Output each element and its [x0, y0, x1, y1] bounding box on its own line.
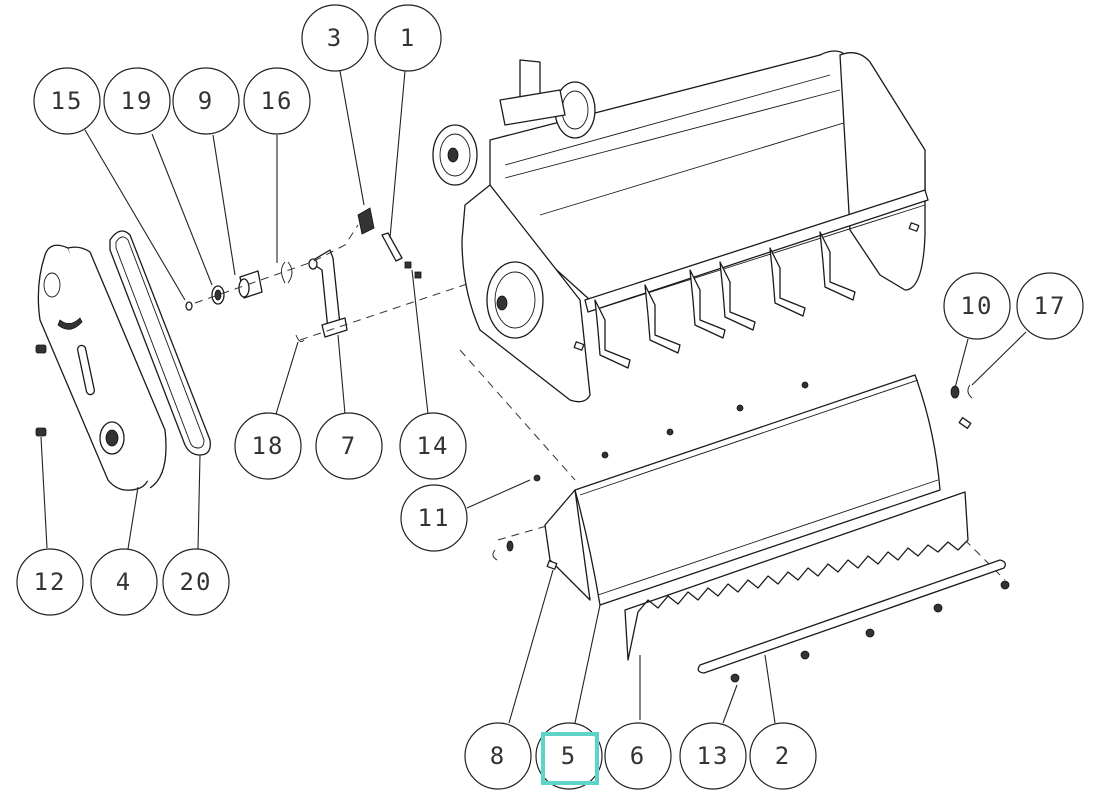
balloon-label: 3: [327, 24, 343, 52]
bolt-12: [35, 344, 47, 437]
leader-lines: [40, 70, 1027, 724]
balloon-label: 7: [341, 432, 357, 460]
balloon-6[interactable]: 6: [604, 722, 672, 790]
balloon-13[interactable]: 13: [679, 722, 747, 790]
spring: [357, 207, 375, 235]
balloon-17[interactable]: 17: [1016, 272, 1084, 340]
balloon-label: 11: [418, 504, 451, 532]
balloon-10[interactable]: 10: [943, 272, 1011, 340]
balloon-8[interactable]: 8: [464, 722, 532, 790]
pulley-lower: [486, 261, 544, 339]
axis-line-flap-bolt: [497, 524, 551, 541]
balloon-15[interactable]: 15: [33, 67, 101, 135]
shaft-hardware: [185, 261, 293, 311]
balloon-label: 20: [180, 568, 213, 596]
balloon-label: 14: [417, 432, 450, 460]
balloon-label: 4: [116, 568, 132, 596]
balloon-label: 2: [775, 742, 791, 770]
balloon-label: 17: [1034, 292, 1067, 320]
balloon-label: 13: [697, 742, 730, 770]
balloon-9[interactable]: 9: [172, 67, 240, 135]
balloon-16[interactable]: 16: [243, 67, 311, 135]
balloon-label: 18: [252, 432, 285, 460]
tiller-tines: [594, 231, 856, 369]
balloon-4[interactable]: 4: [90, 548, 158, 616]
balloon-12[interactable]: 12: [16, 548, 84, 616]
axis-line-lower: [299, 282, 471, 341]
clamp-bar: [697, 559, 1010, 683]
tiller-housing: [432, 50, 929, 403]
balloon-18[interactable]: 18: [234, 412, 302, 480]
rear-hood: [533, 374, 941, 606]
balloon-label: 5: [561, 742, 577, 770]
balloon-label: 1: [400, 24, 416, 52]
balloon-label: 15: [51, 87, 84, 115]
serrated-flap: [624, 491, 969, 661]
balloon-7[interactable]: 7: [315, 412, 383, 480]
pulley-upper-left: [432, 124, 478, 186]
balloon-label: 6: [630, 742, 646, 770]
highlight-box: [541, 732, 599, 785]
balloon-11[interactable]: 11: [400, 484, 468, 552]
balloon-label: 19: [121, 87, 154, 115]
v-belt: [109, 230, 211, 456]
balloon-label: 12: [34, 568, 67, 596]
balloon-5[interactable]: 5: [535, 722, 603, 790]
balloon-19[interactable]: 19: [103, 67, 171, 135]
belt-cover: [37, 244, 167, 491]
balloon-14[interactable]: 14: [399, 412, 467, 480]
balloon-1[interactable]: 1: [374, 4, 442, 72]
balloon-20[interactable]: 20: [162, 548, 230, 616]
axis-line-hood: [459, 349, 576, 481]
balloon-label: 16: [261, 87, 294, 115]
pin: [381, 232, 422, 279]
axis-line-upper: [194, 224, 359, 304]
balloon-3[interactable]: 3: [301, 4, 369, 72]
balloon-label: 8: [490, 742, 506, 770]
balloon-label: 9: [198, 87, 214, 115]
balloon-label: 10: [961, 292, 994, 320]
balloon-2[interactable]: 2: [749, 722, 817, 790]
tension-arm: [295, 249, 348, 343]
